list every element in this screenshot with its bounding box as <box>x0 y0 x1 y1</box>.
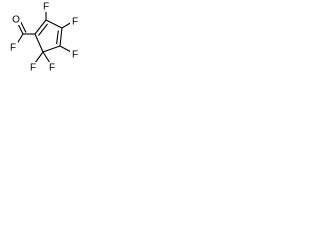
atom-label-c4-fluorine-left: F <box>30 63 36 74</box>
atom-label-c2-fluorine: F <box>72 17 78 28</box>
atom-label-oxygen: O <box>12 15 20 26</box>
bond-c4-fluorine-left <box>34 51 44 64</box>
atom-label-acyl-fluorine: F <box>10 43 16 54</box>
ring-bond-c4-c0 <box>34 33 44 53</box>
molecule-structure-diagram: O F F F F F F <box>8 1 80 74</box>
ring-bond-c2-c3-double <box>56 30 59 45</box>
ring-bond-c1-c2 <box>45 19 63 29</box>
ring-bond-c2-c3 <box>59 27 63 47</box>
ring-bond-c0-c1 <box>34 19 47 35</box>
atom-label-c1-fluorine: F <box>43 2 49 13</box>
ring-bond-c3-c4 <box>42 45 61 53</box>
atom-label-c3-fluorine: F <box>72 50 78 61</box>
ring-bond-c0-c1-double <box>38 23 48 36</box>
bond-c3-fluorine <box>59 45 72 53</box>
bond-c4-fluorine-right <box>42 51 51 64</box>
atom-label-c4-fluorine-right: F <box>49 63 55 74</box>
